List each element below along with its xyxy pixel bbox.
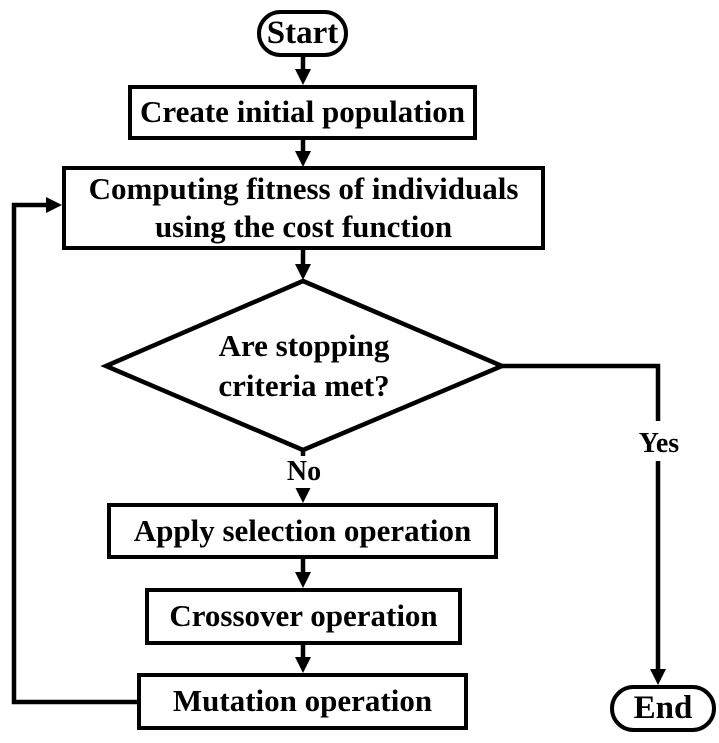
arrowhead-fitness-to-decision	[295, 264, 311, 280]
crossover-label: Crossover operation	[169, 598, 438, 634]
arrowhead-mutation-to-fitness	[46, 197, 62, 213]
stopping-criteria-label-line1: Are stopping	[218, 328, 390, 363]
create-population-node: Create initial population	[128, 85, 477, 140]
apply-selection-label: Apply selection operation	[133, 512, 472, 548]
end-node: End	[610, 685, 716, 732]
arrowhead-start-to-create	[295, 69, 311, 85]
arrowhead-create-to-fitness	[295, 151, 311, 167]
start-node: Start	[257, 10, 348, 57]
arrowhead-crossover-to-mutation	[295, 657, 311, 673]
crossover-node: Crossover operation	[145, 588, 462, 645]
create-population-label: Create initial population	[140, 94, 465, 130]
no-edge-label: No	[278, 456, 330, 488]
arrowhead-selection-to-crossover	[295, 572, 311, 588]
mutation-node: Mutation operation	[137, 673, 468, 730]
mutation-label: Mutation operation	[172, 683, 433, 719]
arrowhead-decision-to-end	[650, 669, 666, 685]
apply-selection-node: Apply selection operation	[107, 503, 498, 559]
edge-mutation-to-fitness-loop	[11, 202, 137, 705]
compute-fitness-label-line2: using the cost function	[154, 209, 453, 244]
yes-edge-label: Yes	[630, 428, 688, 460]
start-label: Start	[266, 15, 339, 52]
compute-fitness-node: Computing fitness of individuals using t…	[62, 166, 545, 250]
stopping-criteria-decision: Are stopping criteria met?	[106, 296, 502, 436]
compute-fitness-label-line1: Computing fitness of individuals	[88, 171, 519, 206]
stopping-criteria-label-line2: criteria met?	[218, 368, 390, 403]
arrowhead-decision-to-selection	[295, 487, 311, 503]
edge-decision-to-end-upper	[502, 363, 661, 421]
end-label: End	[633, 690, 693, 727]
